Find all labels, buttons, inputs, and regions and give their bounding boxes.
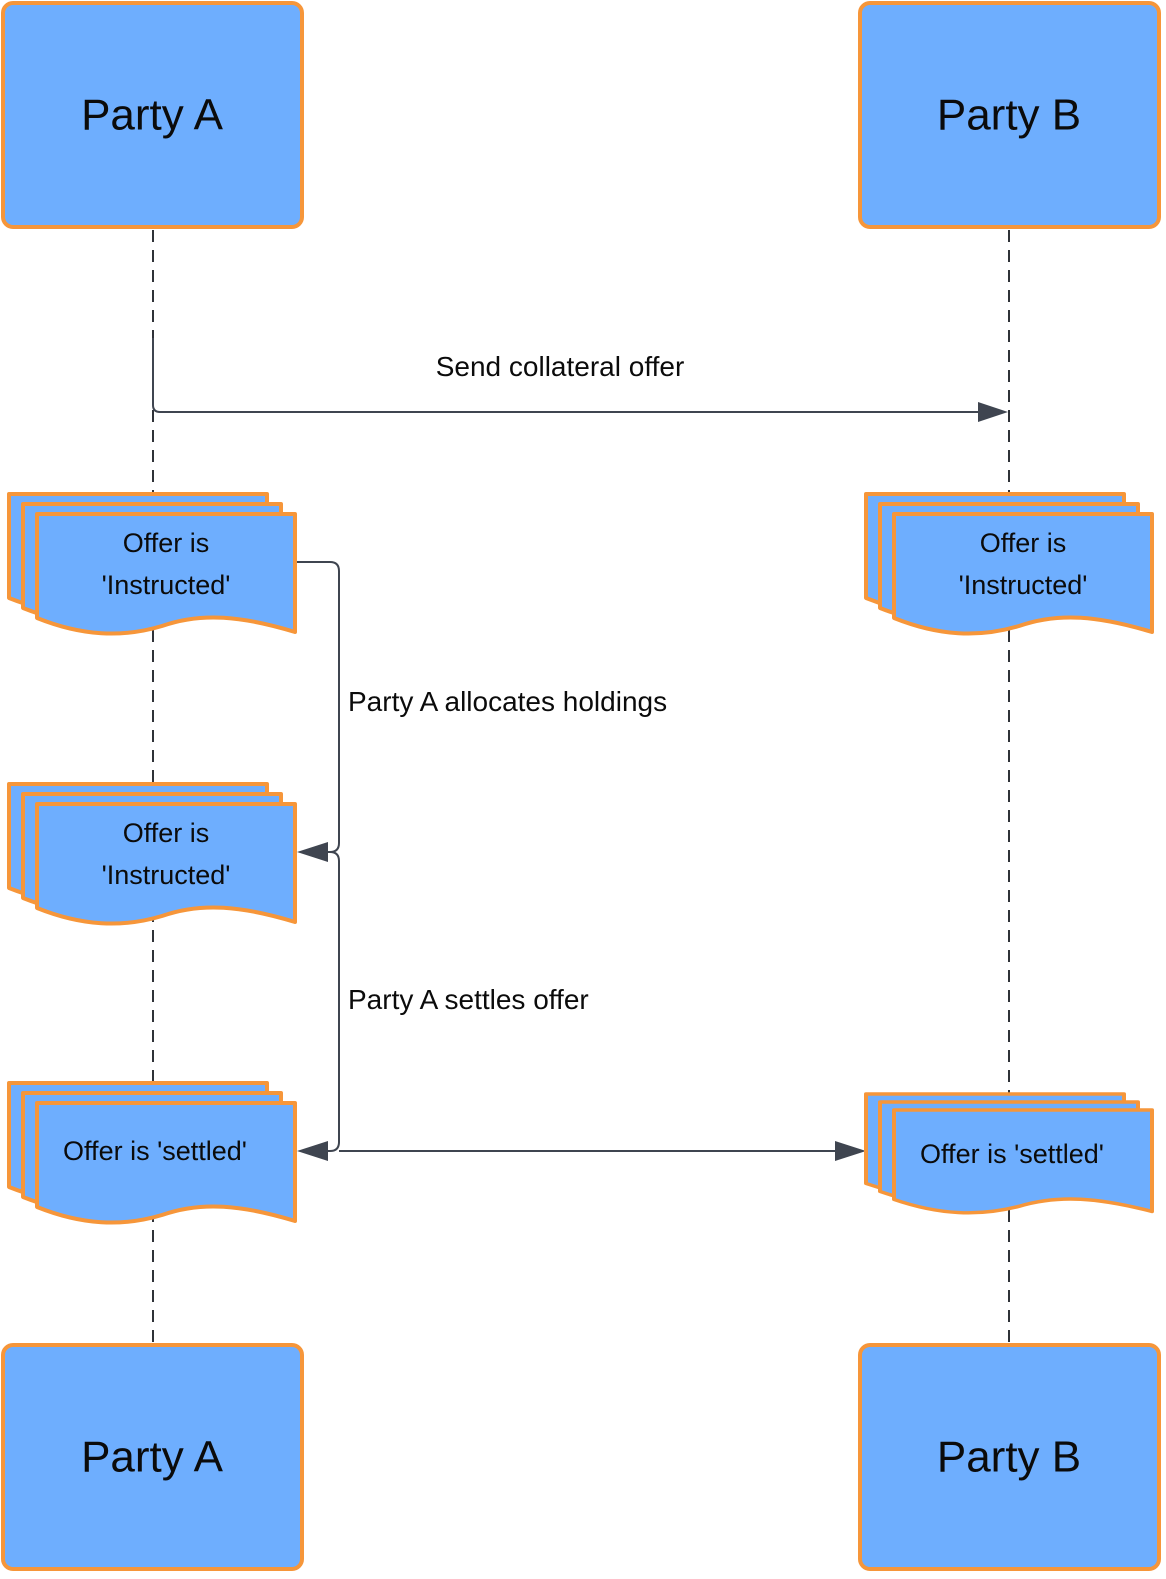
actor-label: Party B bbox=[937, 1433, 1081, 1482]
actor-label: Party B bbox=[937, 91, 1081, 140]
doc-stack-a-settled: Offer is 'settled' bbox=[7, 1081, 297, 1225]
actor-party-b-bottom: Party B bbox=[858, 1343, 1161, 1571]
message-settles-offer: Party A settles offer bbox=[297, 851, 866, 1161]
actor-label: Party A bbox=[81, 91, 223, 140]
arrow-head-icon bbox=[297, 1141, 328, 1161]
doc-label-line1: Offer is bbox=[123, 818, 210, 848]
arrow-head-icon bbox=[835, 1141, 866, 1161]
message-send-collateral-offer: Send collateral offer bbox=[152, 338, 1008, 422]
actor-party-b-top: Party B bbox=[858, 1, 1161, 229]
doc-label-line2: 'Instructed' bbox=[959, 570, 1088, 600]
message-allocate-holdings: Party A allocates holdings bbox=[297, 561, 667, 862]
actor-party-a-top: Party A bbox=[1, 1, 304, 229]
doc-label: Offer is 'settled' bbox=[63, 1136, 247, 1166]
doc-stack-b-settled: Offer is 'settled' bbox=[864, 1092, 1154, 1215]
doc-label: Offer is 'settled' bbox=[920, 1139, 1104, 1169]
doc-stack-a-instructed-1: Offer is 'Instructed' bbox=[7, 492, 297, 636]
doc-stack-b-instructed: Offer is 'Instructed' bbox=[864, 492, 1154, 636]
doc-stack-a-instructed-2: Offer is 'Instructed' bbox=[7, 782, 297, 926]
doc-label-line1: Offer is bbox=[123, 528, 210, 558]
message-label: Party A allocates holdings bbox=[348, 686, 667, 717]
arrow-head-icon bbox=[297, 842, 328, 862]
doc-label-line2: 'Instructed' bbox=[102, 860, 231, 890]
doc-label-line1: Offer is bbox=[980, 528, 1067, 558]
actor-label: Party A bbox=[81, 1433, 223, 1482]
arrow-head-icon bbox=[978, 402, 1008, 422]
message-label: Send collateral offer bbox=[436, 351, 685, 382]
doc-label-line2: 'Instructed' bbox=[102, 570, 231, 600]
actor-party-a-bottom: Party A bbox=[1, 1343, 304, 1571]
message-label: Party A settles offer bbox=[348, 984, 589, 1015]
